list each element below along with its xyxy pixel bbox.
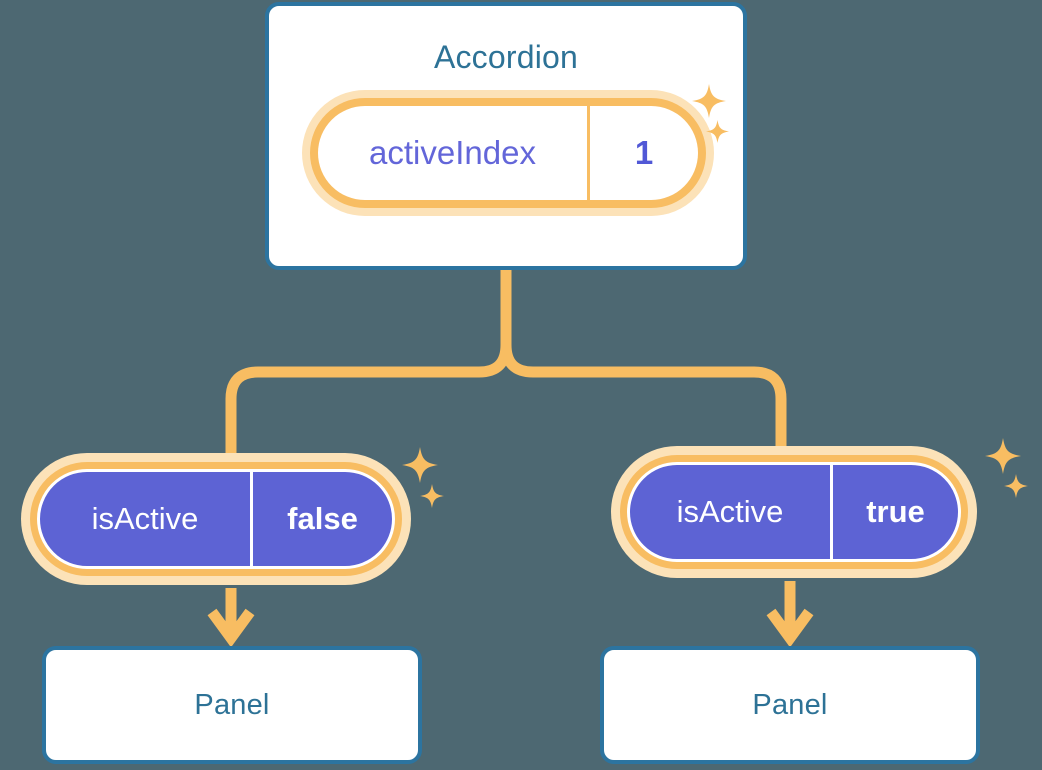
pill-ring: isActive true [620, 455, 968, 569]
arrow-right-head [766, 608, 814, 648]
arrow-left-group [207, 588, 255, 648]
arrow-right-group [766, 581, 814, 648]
sparkle-icon [985, 438, 1021, 474]
panel-card-title: Panel [194, 688, 270, 721]
pill-inner: isActive false [37, 469, 395, 569]
panel-card-right[interactable]: Panel [600, 646, 980, 764]
panel-card-title: Panel [752, 688, 828, 721]
accordion-card-title: Accordion [433, 39, 579, 75]
pill-inner: activeIndex 1 [318, 106, 698, 200]
state-pill-key: isActive [630, 465, 833, 559]
state-pill-key: activeIndex [318, 106, 590, 200]
state-pill-is-active-false[interactable]: isActive false [21, 453, 411, 585]
sparkle-icon [1004, 474, 1028, 498]
sparkle-icon [402, 447, 438, 483]
state-pill-active-index[interactable]: activeIndex 1 [302, 90, 714, 216]
state-pill-value: true [866, 494, 925, 529]
state-pill-key: isActive [40, 472, 253, 566]
state-pill-value: false [287, 501, 358, 536]
arrow-left-head [207, 608, 255, 648]
sparkle-icon [420, 484, 444, 508]
state-pill-value: 1 [634, 134, 654, 171]
panel-card-left[interactable]: Panel [42, 646, 422, 764]
pill-ring: activeIndex 1 [310, 98, 706, 208]
state-pill-is-active-true[interactable]: isActive true [611, 446, 977, 578]
pill-ring: isActive false [30, 462, 402, 576]
pill-inner: isActive true [627, 462, 961, 562]
